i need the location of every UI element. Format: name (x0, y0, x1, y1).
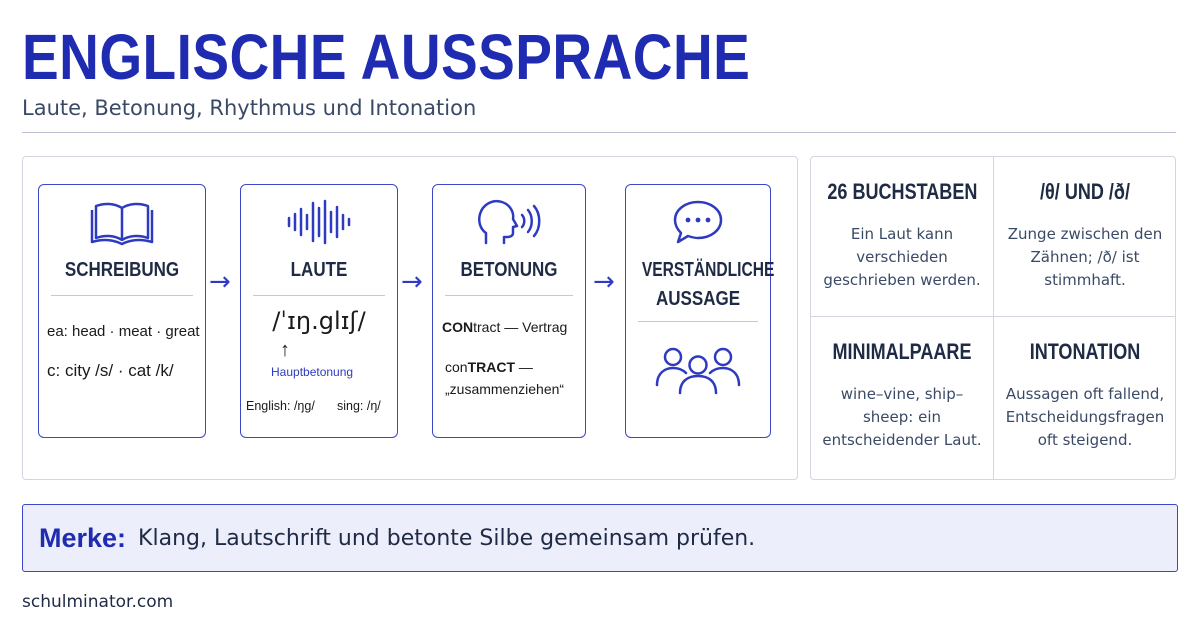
tile-heading: MINIMALPAARE (832, 339, 972, 364)
flow-arrow-2: → (401, 267, 423, 297)
info-grid: 26 BUCHSTABEN Ein Laut kann verschieden … (810, 156, 1176, 480)
header-divider (22, 132, 1176, 133)
footer-site: schulminator.com (22, 592, 174, 612)
grid-divider-vertical (993, 157, 994, 479)
card-divider (638, 321, 758, 322)
card-schreibung: SCHREIBUNG ea: head · meat · great c: ci… (38, 184, 206, 438)
tile-intonation: INTONATION Aussagen oft fallend, Entsche… (994, 317, 1176, 477)
card-laute: LAUTE /ˈɪŋ.glɪʃ/ ↑ Hauptbetonung English… (240, 184, 398, 438)
example-english: English: /ŋg/ (246, 399, 315, 413)
sound-wave-icon (241, 197, 397, 247)
book-icon (39, 197, 205, 247)
card-heading: SCHREIBUNG (64, 259, 180, 281)
card-aussage: VERSTÄNDLICHE AUSSAGE (625, 184, 775, 438)
stress-arrow: ↑ (280, 339, 290, 361)
noun-rest: tract — Vertrag (473, 319, 568, 335)
stress-noun: CONtract — Vertrag (442, 319, 567, 335)
card-heading-line2: AUSSAGE (655, 288, 741, 310)
page-subtitle: Laute, Betonung, Rhythmus und Intonation (22, 96, 477, 120)
tile-text: Zunge zwischen den Zähnen; /ð/ ist stimm… (1007, 225, 1163, 289)
merke-text: Klang, Lautschrift und betonte Silbe gem… (138, 525, 756, 551)
flow-arrow-3: → (593, 267, 615, 297)
spelling-example-c: c: city /s/ · cat /k/ (47, 361, 174, 380)
tile-text: Ein Laut kann verschieden geschrieben we… (823, 225, 981, 289)
tile-theta-eth: /θ/ UND /ð/ Zunge zwischen den Zähnen; /… (994, 157, 1176, 317)
stressed-syllable: CON (442, 319, 474, 335)
merke-label: Merke: (39, 522, 127, 553)
card-betonung: BETONUNG CONtract — Vertrag conTRACT — „… (432, 184, 586, 438)
tile-minimalpaare: MINIMALPAARE wine–vine, ship–sheep: ein … (811, 317, 993, 477)
verb-prefix: con (445, 359, 468, 375)
flow-arrow-1: → (209, 267, 231, 297)
card-heading-line1: VERSTÄNDLICHE (641, 259, 775, 281)
card-divider (445, 295, 573, 296)
group-icon (626, 345, 770, 395)
tile-heading: 26 BUCHSTABEN (827, 179, 978, 204)
grid-divider-horizontal (811, 316, 1175, 317)
card-divider (253, 295, 385, 296)
speaking-head-icon (433, 197, 585, 247)
stress-verb: conTRACT — (445, 359, 533, 375)
tile-text: Aussagen oft fallend, Entscheidungsfrage… (1005, 385, 1165, 449)
card-heading: BETONUNG (460, 259, 558, 281)
stress-label: Hauptbetonung (271, 365, 354, 379)
tile-buchstaben: 26 BUCHSTABEN Ein Laut kann verschieden … (811, 157, 993, 317)
example-sing: sing: /ŋ/ (337, 399, 381, 413)
speech-bubble-icon (626, 197, 770, 247)
tile-heading: /θ/ UND /ð/ (1040, 179, 1130, 204)
ipa-english: /ˈɪŋ.glɪʃ/ (272, 307, 366, 335)
tile-text: wine–vine, ship–sheep: ein entscheidende… (822, 385, 982, 449)
card-divider (51, 295, 193, 296)
verb-dash: — (515, 359, 533, 375)
spelling-example-ea: ea: head · meat · great (47, 323, 200, 340)
page-title: ENGLISCHE AUSSPRACHE (22, 21, 751, 93)
stressed-syllable: TRACT (467, 359, 516, 375)
verb-meaning: „zusammenziehen“ (445, 381, 565, 397)
merke-box: Merke: Klang, Lautschrift und betonte Si… (22, 504, 1178, 572)
card-heading: LAUTE (290, 259, 348, 281)
tile-heading: INTONATION (1029, 339, 1141, 364)
